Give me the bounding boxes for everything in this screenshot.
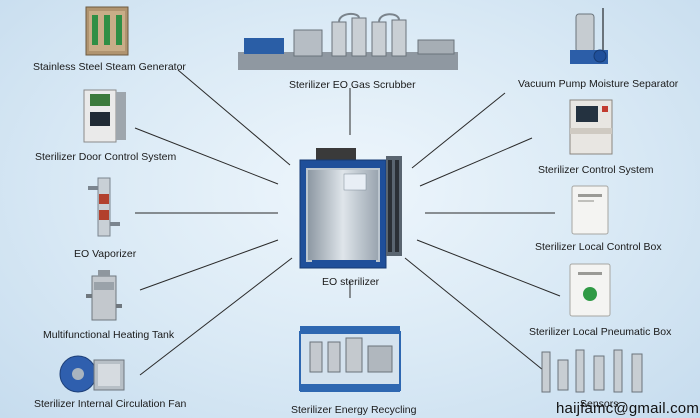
label-circulation-fan: Sterilizer Internal Circulation Fan bbox=[34, 398, 187, 410]
energy-recycling-image bbox=[294, 312, 406, 396]
label-gas-scrubber: Sterilizer EO Gas Scrubber bbox=[289, 79, 416, 91]
connector-door-control bbox=[134, 127, 279, 185]
vacuum-separator-image bbox=[566, 6, 612, 68]
door-control-image bbox=[82, 88, 128, 144]
sensors-image bbox=[536, 346, 652, 398]
eo-sterilizer-image bbox=[294, 146, 406, 274]
connector-sensors bbox=[404, 257, 544, 371]
label-door-control: Sterilizer Door Control System bbox=[35, 151, 177, 163]
connector-steam-generator bbox=[177, 69, 291, 166]
heating-tank-image bbox=[84, 270, 124, 326]
connector-control-system bbox=[419, 137, 533, 187]
local-control-box-image bbox=[570, 184, 610, 236]
gas-scrubber-image bbox=[234, 12, 462, 74]
label-energy-recycling: Sterilizer Energy Recycling bbox=[291, 404, 417, 416]
control-system-image bbox=[566, 96, 616, 158]
label-local-control-box: Sterilizer Local Control Box bbox=[535, 241, 662, 253]
label-vaporizer: EO Vaporizer bbox=[74, 248, 137, 260]
steam-generator-image bbox=[84, 5, 130, 57]
center-label: EO sterilizer bbox=[322, 276, 380, 288]
connector-circulation-fan bbox=[139, 257, 293, 376]
connector-heating-tank bbox=[139, 239, 279, 291]
vaporizer-image bbox=[86, 176, 122, 240]
connector-vacuum-separator bbox=[411, 92, 506, 169]
connector-pneumatic-box bbox=[416, 239, 561, 297]
pneumatic-box-image bbox=[568, 262, 612, 318]
label-control-system: Sterilizer Control System bbox=[538, 164, 654, 176]
label-heating-tank: Multifunctional Heating Tank bbox=[43, 329, 175, 341]
label-sensors: Sensors bbox=[580, 398, 619, 410]
circulation-fan-image bbox=[56, 350, 128, 396]
label-steam-generator: Stainless Steel Steam Generator bbox=[33, 61, 186, 73]
label-pneumatic-box: Sterilizer Local Pneumatic Box bbox=[529, 326, 672, 338]
watermark-email: haijfamc@gmail.com bbox=[556, 400, 700, 417]
label-vacuum-separator: Vacuum Pump Moisture Separator bbox=[518, 78, 679, 90]
